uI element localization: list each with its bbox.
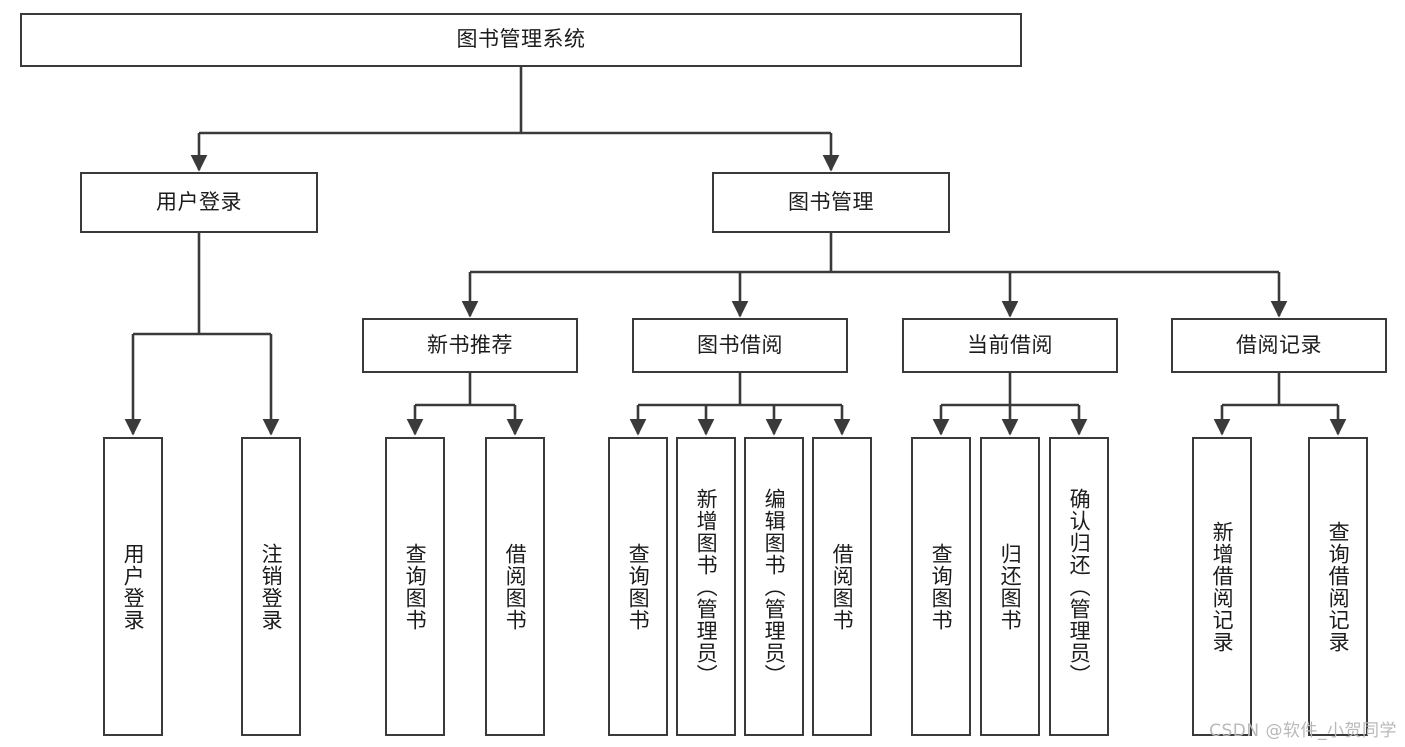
leaf-book-borrow-3-label: 编辑图书（管理员）	[762, 487, 787, 686]
leaf-borrow-record-2[interactable]: 查询借阅记录	[1308, 437, 1368, 736]
leaf-current-borrow-2[interactable]: 归还图书	[980, 437, 1040, 736]
node-user-login-label: 用户登录	[156, 189, 242, 214]
leaf-current-borrow-3-label: 确认归还（管理员）	[1067, 487, 1092, 686]
node-borrow-record-label: 借阅记录	[1236, 332, 1322, 357]
leaf-new-book-2[interactable]: 借阅图书	[485, 437, 545, 736]
leaf-book-borrow-4-label: 借阅图书	[830, 542, 855, 631]
node-user-login[interactable]: 用户登录	[80, 172, 318, 233]
leaf-new-book-2-label: 借阅图书	[503, 542, 528, 631]
leaf-current-borrow-2-label: 归还图书	[998, 542, 1023, 631]
node-borrow-record[interactable]: 借阅记录	[1171, 318, 1387, 373]
node-book-management[interactable]: 图书管理	[712, 172, 950, 233]
csdn-watermark: CSDN @软件_小贺同学	[1209, 721, 1397, 741]
node-new-book-recommend-label: 新书推荐	[427, 332, 513, 357]
leaf-book-borrow-1[interactable]: 查询图书	[608, 437, 668, 736]
leaf-book-borrow-3[interactable]: 编辑图书（管理员）	[744, 437, 804, 736]
leaf-user-login-1[interactable]: 用户登录	[103, 437, 163, 736]
leaf-borrow-record-1-label: 新增借阅记录	[1210, 520, 1235, 653]
leaf-new-book-1[interactable]: 查询图书	[385, 437, 445, 736]
node-current-borrow-label: 当前借阅	[967, 332, 1053, 357]
leaf-current-borrow-3[interactable]: 确认归还（管理员）	[1049, 437, 1109, 736]
leaf-book-borrow-2[interactable]: 新增图书（管理员）	[676, 437, 736, 736]
node-book-borrow[interactable]: 图书借阅	[632, 318, 848, 373]
node-current-borrow[interactable]: 当前借阅	[902, 318, 1118, 373]
leaf-user-login-1-label: 用户登录	[121, 542, 146, 631]
node-book-borrow-label: 图书借阅	[697, 332, 783, 357]
node-root[interactable]: 图书管理系统	[20, 13, 1022, 67]
leaf-new-book-1-label: 查询图书	[403, 542, 428, 631]
leaf-borrow-record-2-label: 查询借阅记录	[1326, 520, 1351, 653]
leaf-current-borrow-1-label: 查询图书	[929, 542, 954, 631]
leaf-current-borrow-1[interactable]: 查询图书	[911, 437, 971, 736]
leaf-book-borrow-1-label: 查询图书	[626, 542, 651, 631]
node-book-management-label: 图书管理	[788, 189, 874, 214]
leaf-book-borrow-4[interactable]: 借阅图书	[812, 437, 872, 736]
node-root-label: 图书管理系统	[456, 27, 586, 52]
leaf-user-login-2-label: 注销登录	[259, 542, 284, 631]
leaf-borrow-record-1[interactable]: 新增借阅记录	[1192, 437, 1252, 736]
node-new-book-recommend[interactable]: 新书推荐	[362, 318, 578, 373]
leaf-book-borrow-2-label: 新增图书（管理员）	[694, 487, 719, 686]
leaf-user-login-2[interactable]: 注销登录	[241, 437, 301, 736]
